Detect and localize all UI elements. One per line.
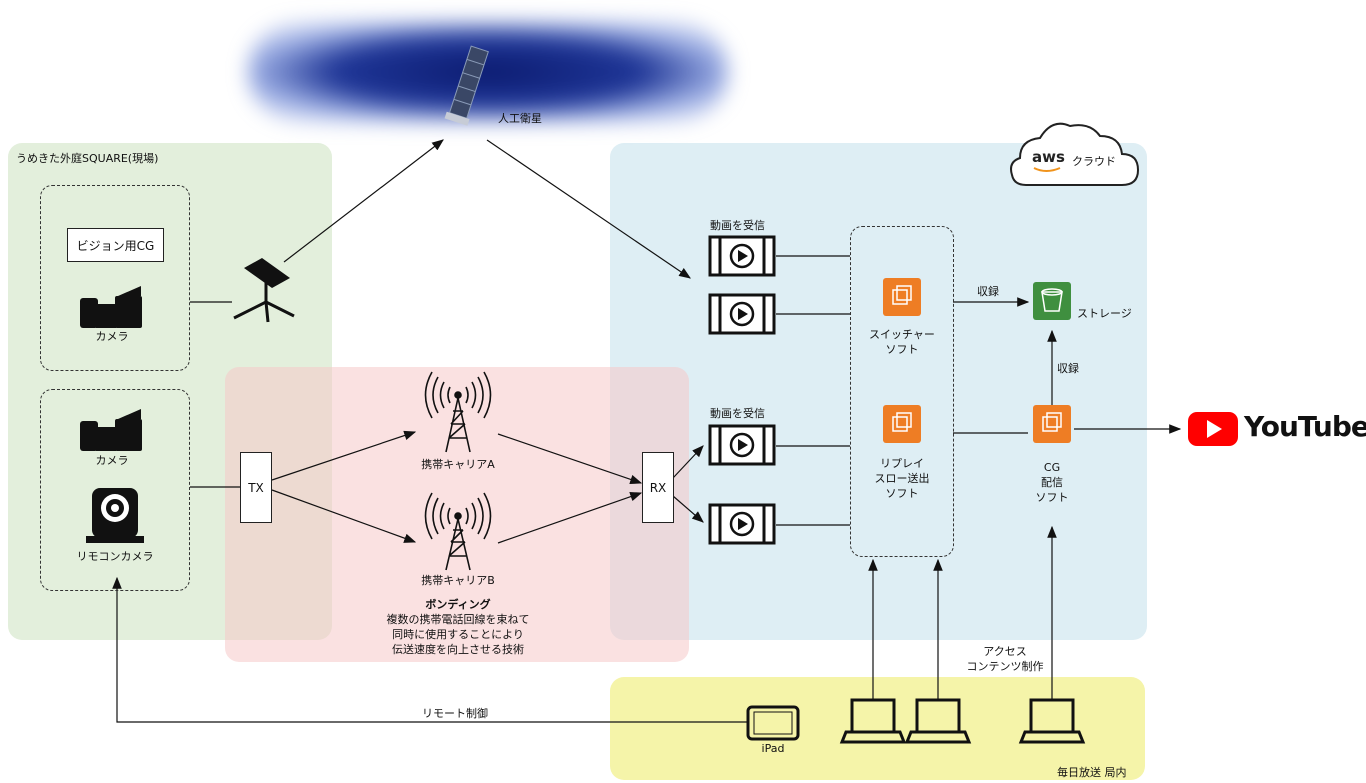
bonding-title: ボンディング	[425, 598, 491, 611]
replay-software-icon	[883, 405, 921, 443]
cg-label-1: CG	[1043, 461, 1061, 474]
receive-video-label-2: 動画を受信	[710, 407, 765, 420]
record-label-1: 収録	[977, 285, 999, 298]
satellite-label: 人工衛星	[498, 112, 542, 125]
venue-label: うめきた外庭SQUARE(現場)	[16, 152, 159, 165]
youtube-wordmark: YouTube	[1244, 410, 1366, 443]
bonding-desc-2: 同時に使用することにより	[392, 628, 524, 641]
cg-label-2: 配信	[1041, 476, 1063, 489]
storage-icon	[1033, 282, 1071, 320]
record-label-2: 収録	[1057, 362, 1079, 375]
station-label: 毎日放送 局内	[1057, 766, 1127, 779]
access-label-2: コンテンツ制作	[966, 660, 1044, 673]
station-region	[610, 677, 1145, 780]
switcher-label-1: スイッチャー	[869, 328, 935, 341]
switcher-label-2: ソフト	[885, 343, 919, 356]
vision-cg-box: ビジョン用CG	[67, 228, 164, 262]
replay-label-2: スロー送出	[874, 472, 930, 485]
camera-group-2	[40, 389, 190, 591]
cg-software-icon	[1033, 405, 1071, 443]
tx-box: TX	[240, 452, 272, 523]
aws-region	[610, 143, 1147, 640]
carrier-a-label: 携帯キャリアA	[421, 458, 495, 471]
receive-video-label-1: 動画を受信	[710, 219, 765, 232]
access-label-1: アクセス	[983, 645, 1027, 658]
remote-control-label: リモート制御	[422, 707, 488, 720]
replay-label-1: リプレイ	[880, 457, 924, 470]
rx-box: RX	[642, 452, 674, 523]
camera1-label: カメラ	[95, 330, 129, 343]
bonding-desc-3: 伝送速度を向上させる技術	[392, 643, 524, 656]
replay-label-3: ソフト	[885, 487, 919, 500]
camera-group-1	[40, 185, 190, 371]
camera2-label: カメラ	[95, 454, 129, 467]
bonding-desc-1: 複数の携帯電話回線を束ねて	[386, 613, 530, 626]
storage-label: ストレージ	[1077, 307, 1132, 320]
ipad-label: iPad	[761, 742, 785, 755]
switcher-software-icon	[883, 278, 921, 316]
aws-cloud-label: クラウド	[1072, 155, 1116, 168]
cg-label-3: ソフト	[1035, 491, 1069, 504]
remote-camera-label: リモコンカメラ	[76, 550, 154, 563]
carrier-b-label: 携帯キャリアB	[421, 574, 495, 587]
aws-logo: aws	[1032, 148, 1065, 166]
sky-glow	[248, 22, 728, 122]
software-group	[850, 226, 954, 557]
